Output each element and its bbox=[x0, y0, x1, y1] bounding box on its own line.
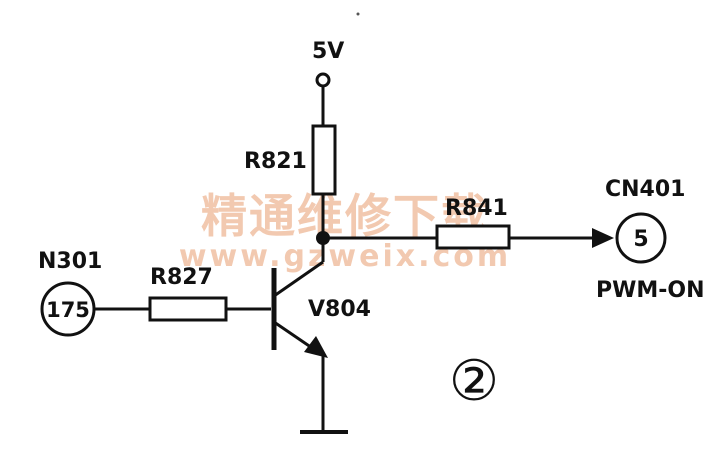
resistor-r827-label: R827 bbox=[150, 265, 213, 290]
transistor-v804: V804 bbox=[271, 238, 371, 430]
resistor-r841-label: R841 bbox=[445, 196, 508, 221]
connector-n301-name: N301 bbox=[38, 249, 102, 274]
connector-cn401: CN401 5 PWM-ON bbox=[596, 177, 705, 303]
supply-terminal bbox=[315, 72, 331, 88]
supply-5v: 5V bbox=[312, 39, 344, 126]
transistor-collector bbox=[273, 260, 324, 298]
resistor-r841-body bbox=[435, 224, 511, 250]
resistor-r827-body bbox=[148, 296, 228, 322]
resistor-r821: R821 bbox=[244, 124, 337, 238]
output-arrow-icon bbox=[592, 228, 614, 248]
emitter-arrow-icon bbox=[304, 336, 328, 358]
connector-n301: N301 175 bbox=[38, 249, 150, 337]
connector-cn401-name: CN401 bbox=[605, 177, 685, 202]
figure-number: ② bbox=[449, 349, 499, 414]
connector-n301-pin: 175 bbox=[46, 298, 90, 322]
resistor-r821-label: R821 bbox=[244, 149, 307, 174]
speck-mark bbox=[356, 12, 360, 16]
connector-cn401-pin: 5 bbox=[633, 227, 648, 252]
supply-label: 5V bbox=[312, 39, 344, 64]
resistor-r841: R841 bbox=[435, 196, 614, 250]
connector-cn401-circle bbox=[615, 212, 667, 264]
transistor-label: V804 bbox=[308, 297, 371, 322]
resistor-r827: R827 bbox=[148, 265, 271, 322]
resistor-r821-body bbox=[311, 124, 337, 196]
connector-cn401-signal: PWM-ON bbox=[596, 278, 705, 303]
